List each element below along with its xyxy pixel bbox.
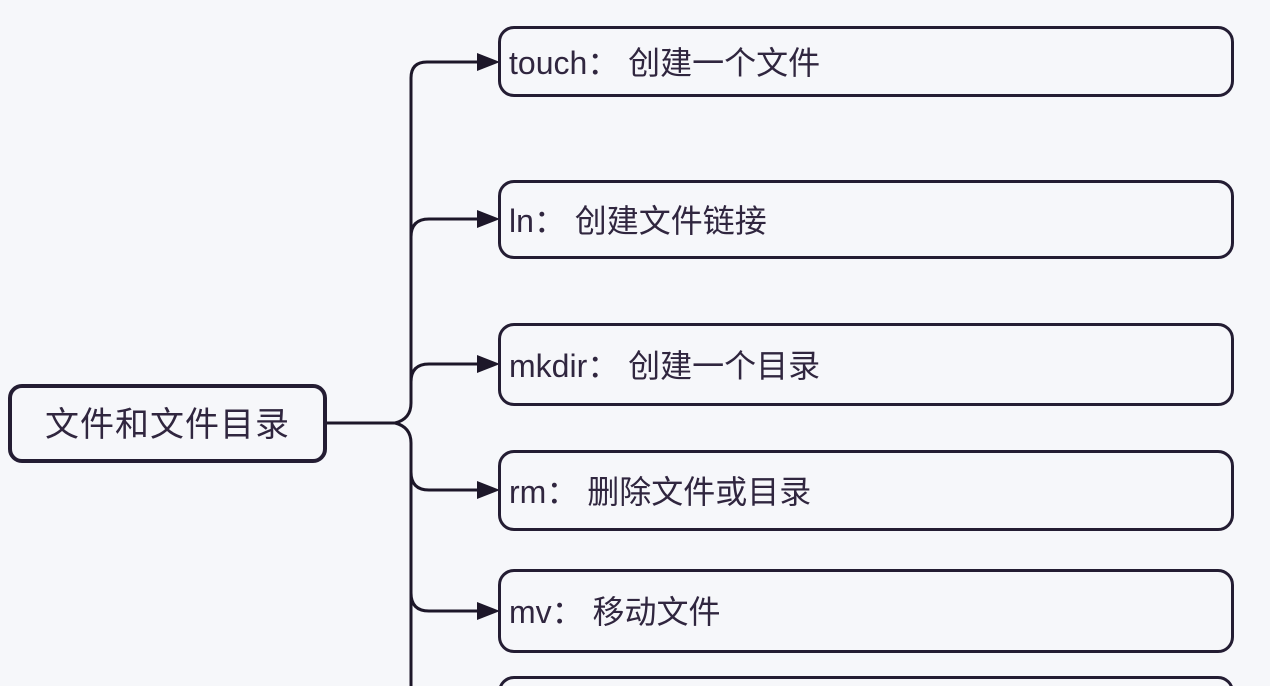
connector-branch-mv <box>409 591 482 613</box>
arrowhead-ln-icon <box>477 210 500 228</box>
connector-branch-ln <box>409 217 482 239</box>
root-node-files-and-directories[interactable]: 文件和文件目录 <box>8 384 327 463</box>
arrowhead-rm-icon <box>477 481 500 499</box>
root-node-label: 文件和文件目录 <box>45 405 290 444</box>
arrowhead-mkdir-icon <box>477 355 500 373</box>
child-node-rm[interactable]: rm： 删除文件或目录 <box>498 450 1234 531</box>
arrowhead-mv-icon <box>477 602 500 620</box>
connector-branch-rm <box>409 470 482 492</box>
connector-trunk-down <box>393 421 413 686</box>
child-node-ln-label: ln： 创建文件链接 <box>509 202 767 239</box>
child-node-partial-clipped[interactable] <box>498 676 1234 686</box>
child-node-touch-label: touch： 创建一个文件 <box>509 44 821 81</box>
child-node-mv-label: mv： 移动文件 <box>509 594 721 630</box>
child-node-mkdir-label: mkdir： 创建一个目录 <box>509 347 821 384</box>
child-node-mkdir[interactable]: mkdir： 创建一个目录 <box>498 323 1234 406</box>
arrowhead-touch-icon <box>477 53 500 71</box>
connector-branch-mkdir <box>409 362 482 384</box>
child-node-touch[interactable]: touch： 创建一个文件 <box>498 26 1234 97</box>
child-node-ln[interactable]: ln： 创建文件链接 <box>498 180 1234 259</box>
child-node-mv[interactable]: mv： 移动文件 <box>498 569 1234 653</box>
connector-trunk-up-touch <box>393 60 482 425</box>
child-node-rm-label: rm： 删除文件或目录 <box>509 473 812 510</box>
